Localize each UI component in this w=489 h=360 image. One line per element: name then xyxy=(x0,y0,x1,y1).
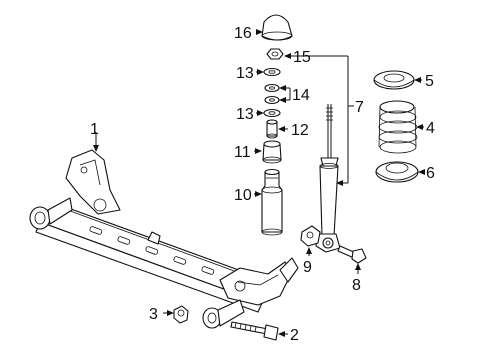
bound-bumper xyxy=(262,140,282,164)
callout-15: 15 xyxy=(293,49,311,66)
callout-6: 6 xyxy=(426,165,435,182)
callout-2: 2 xyxy=(290,327,299,344)
callout-13-lower: 13 xyxy=(236,106,254,123)
axle-nut xyxy=(173,305,189,324)
beam-slots xyxy=(89,226,215,275)
callout-3: 3 xyxy=(149,306,158,323)
upper-washer xyxy=(263,67,281,77)
callout-10: 10 xyxy=(234,187,252,204)
bump-stopper-cap xyxy=(261,14,293,41)
callout-9: 9 xyxy=(303,259,312,276)
shock-upper-nut xyxy=(266,48,284,60)
coil-spring xyxy=(378,100,418,154)
callout-14: 14 xyxy=(292,87,310,104)
distance-collar xyxy=(266,119,278,139)
mount-bushings xyxy=(264,83,280,105)
callout-11: 11 xyxy=(234,144,251,161)
callout-13-upper: 13 xyxy=(236,65,254,82)
left-bushing xyxy=(29,197,73,230)
rear-axle-beam xyxy=(29,149,299,329)
callout-5: 5 xyxy=(425,73,434,90)
callout-1: 1 xyxy=(90,121,99,138)
callout-16: 16 xyxy=(234,25,252,42)
callout-8: 8 xyxy=(352,277,361,294)
callout-labels: 1 2 3 4 5 6 7 8 9 10 11 12 13 13 14 15 1… xyxy=(90,25,435,344)
callout-7: 7 xyxy=(355,99,364,116)
right-bushing xyxy=(202,299,245,329)
upper-spring-seat xyxy=(373,70,415,90)
callout-12: 12 xyxy=(291,122,309,139)
axle-mounting-bolt xyxy=(230,321,279,341)
lower-washer xyxy=(263,108,281,118)
shock-lower-bushing xyxy=(300,225,321,247)
lower-spring-seat xyxy=(375,161,419,183)
callout-4: 4 xyxy=(426,120,435,137)
leader-lines xyxy=(93,29,425,337)
shock-lower-bolt xyxy=(337,245,367,264)
shock-absorber xyxy=(315,104,341,253)
dust-boot xyxy=(261,168,283,236)
